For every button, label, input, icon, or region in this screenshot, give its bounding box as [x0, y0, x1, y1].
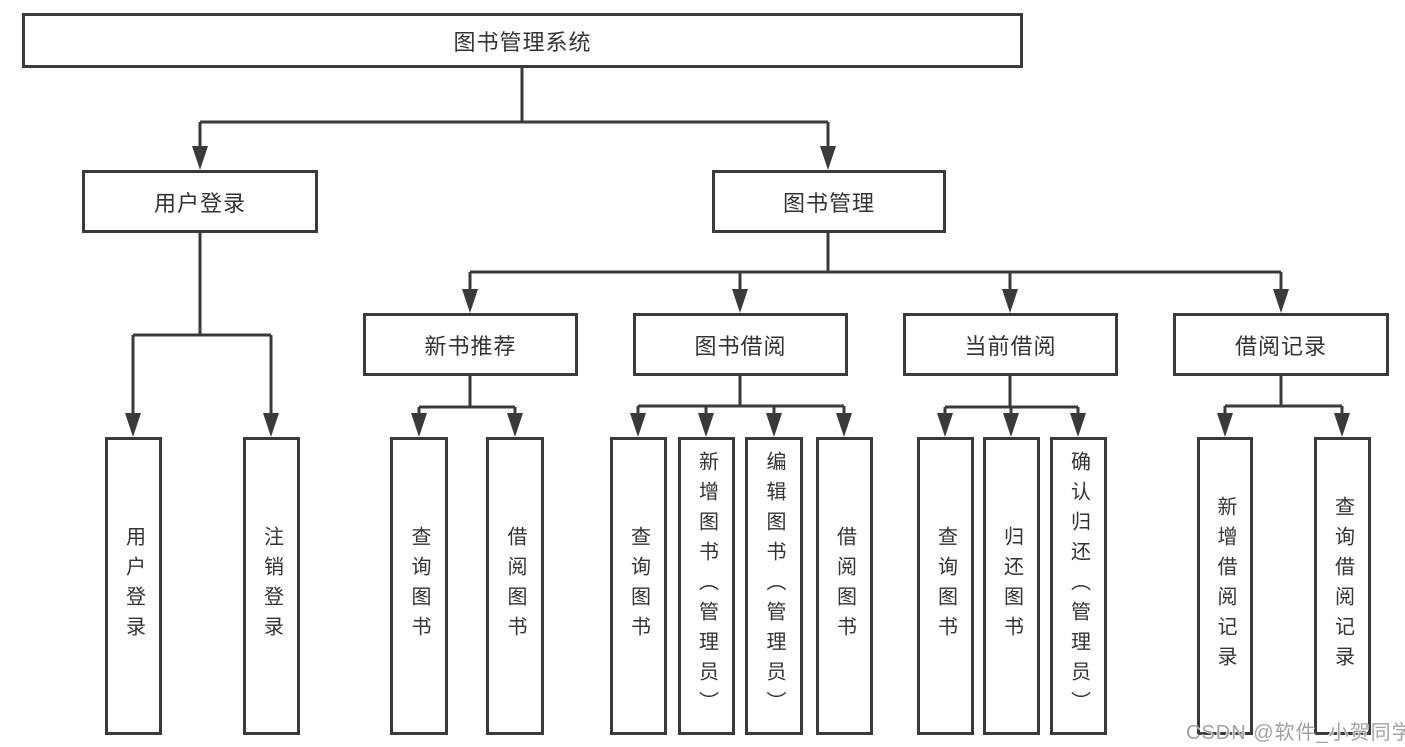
leaf-borrow-books-recommend: 借阅图书 — [486, 437, 544, 735]
node-user-login: 用户登录 — [82, 170, 318, 233]
arrowheads-book-borrowing — [630, 413, 852, 437]
leaf-confirm-return-admin: 确认归还（管理员） — [1050, 437, 1107, 735]
arrowheads-level2 — [192, 146, 836, 170]
connector-root-to-level2 — [198, 68, 830, 150]
node-new-book-recommend: 新书推荐 — [363, 313, 578, 376]
arrowheads-current-borrowing — [937, 413, 1086, 437]
node-book-borrowing: 图书借阅 — [633, 313, 848, 376]
leaf-add-book-admin: 新增图书（管理员） — [678, 437, 735, 735]
arrowheads-borrowing-records — [1217, 413, 1350, 437]
leaf-add-borrow-record: 新增借阅记录 — [1197, 437, 1253, 735]
leaf-query-books-recommend: 查询图书 — [390, 437, 448, 735]
node-current-borrowing: 当前借阅 — [903, 313, 1118, 376]
connector-borrowing-records-to-leaves — [1223, 376, 1344, 417]
node-book-management: 图书管理 — [712, 170, 946, 233]
node-root: 图书管理系统 — [22, 13, 1023, 68]
leaf-logout: 注销登录 — [243, 437, 300, 735]
arrowheads-user-login — [125, 413, 279, 437]
leaf-return-books: 归还图书 — [983, 437, 1040, 735]
leaf-query-books-borrowing: 查询图书 — [610, 437, 667, 735]
leaf-borrow-books-borrowing: 借阅图书 — [816, 437, 873, 735]
leaf-query-books-current: 查询图书 — [917, 437, 974, 735]
leaf-edit-book-admin: 编辑图书（管理员） — [745, 437, 803, 735]
leaf-user-login: 用户登录 — [105, 437, 162, 735]
connector-book-borrowing-to-leaves — [636, 376, 846, 417]
connector-new-book-recommend-to-leaves — [417, 376, 517, 417]
connector-book-management-to-level3 — [468, 233, 1283, 293]
leaf-query-borrow-record: 查询借阅记录 — [1314, 437, 1371, 735]
watermark: CSDN @软件_小贺同学 — [1186, 722, 1405, 744]
connector-user-login-to-leaves — [131, 233, 273, 417]
connector-current-borrowing-to-leaves — [943, 376, 1080, 417]
node-borrowing-records: 借阅记录 — [1173, 313, 1389, 376]
arrowheads-new-book-recommend — [411, 413, 523, 437]
arrowheads-level3 — [462, 289, 1289, 313]
